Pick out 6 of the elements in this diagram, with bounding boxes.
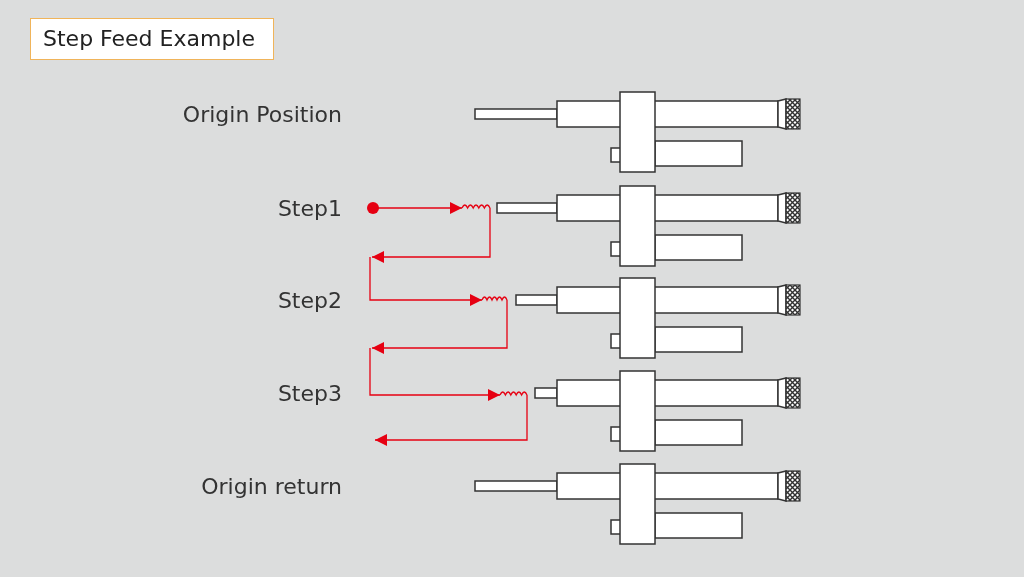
position-label: Step2	[277, 287, 342, 313]
position-label: Step3	[277, 380, 342, 406]
position-label: Step1	[277, 195, 342, 221]
title-box: Step Feed Example	[30, 18, 274, 60]
position-label: Origin Position	[182, 101, 342, 127]
position-label: Origin return	[201, 473, 342, 499]
